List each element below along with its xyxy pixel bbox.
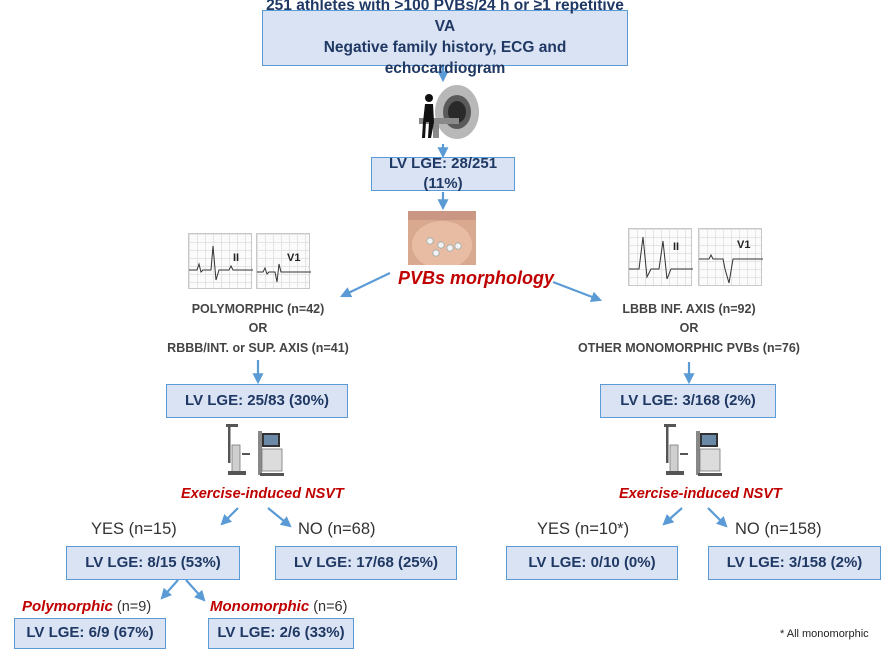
cohort-box: 251 athletes with >100 PVBs/24 h or ≥1 r… xyxy=(262,0,628,77)
lge-overall-box: LV LGE: 28/251 (11%) xyxy=(371,155,515,192)
arrow-to-right-branch xyxy=(552,280,603,302)
polymorphic-n: (n=9) xyxy=(116,599,152,615)
left-yes-label: YES (n=15) xyxy=(91,520,177,538)
right-criteria-line-1: LBBB INF. AXIS (n=92) xyxy=(622,302,756,316)
right-ecg-lead-v1-label: V1 xyxy=(737,239,751,251)
left-no-label: NO (n=68) xyxy=(298,520,376,538)
mri-scanner-icon xyxy=(419,85,479,139)
left-exercise-nsvt-label: Exercise-induced NSVT xyxy=(181,486,344,502)
monomorphic-lge-box: LV LGE: 2/6 (33%) xyxy=(208,618,354,649)
polymorphic-lge-box: LV LGE: 6/9 (67%) xyxy=(14,618,166,649)
cohort-line-1: 251 athletes with >100 PVBs/24 h or ≥1 r… xyxy=(266,0,624,36)
left-ecg-lead-ii-label: II xyxy=(233,252,240,264)
right-no-lge-box: LV LGE: 3/158 (2%) xyxy=(708,546,881,580)
monomorphic-label: Monomorphic (n=6) xyxy=(210,598,347,615)
right-yes-label: YES (n=10*) xyxy=(537,520,630,538)
left-yes-lge-box: LV LGE: 8/15 (53%) xyxy=(66,546,240,580)
right-exercise-bike-icon xyxy=(664,424,722,476)
left-criteria-line-1: POLYMORPHIC (n=42) xyxy=(191,302,325,316)
left-ecg-lead-ii: II xyxy=(188,233,253,289)
left-criteria-line-2: OR xyxy=(248,321,268,336)
chest-electrodes-icon xyxy=(408,211,476,265)
left-morphology-criteria: POLYMORPHIC (n=42) OR RBBB/INT. or SUP. … xyxy=(158,300,358,358)
left-ecg-lead-v1: V1 xyxy=(256,233,311,289)
pvbs-morphology-label: PVBs morphology xyxy=(398,268,555,288)
right-yes-lge-box: LV LGE: 0/10 (0%) xyxy=(506,546,678,580)
left-ecg-lead-v1-label: V1 xyxy=(287,252,301,264)
right-exercise-nsvt-label: Exercise-induced NSVT xyxy=(619,486,782,502)
polymorphic-label: Polymorphic (n=9) xyxy=(22,598,151,615)
cohort-line-2: Negative family history, ECG and echocar… xyxy=(323,39,567,77)
footnote: * All monomorphic xyxy=(780,628,869,640)
left-criteria-line-3: RBBB/INT. or SUP. AXIS (n=41) xyxy=(167,340,349,355)
right-lge-box: LV LGE: 3/168 (2%) xyxy=(600,384,776,418)
left-no-lge-box: LV LGE: 17/68 (25%) xyxy=(275,546,457,580)
left-lge-box: LV LGE: 25/83 (30%) xyxy=(166,384,348,418)
arrow-left-to-yes xyxy=(220,507,239,526)
arrow-yes-to-mono xyxy=(185,579,206,602)
right-criteria-line-3: OTHER MONOMORPHIC PVBs (n=76) xyxy=(578,340,800,355)
right-morphology-criteria: LBBB INF. AXIS (n=92) OR OTHER MONOMORPH… xyxy=(574,300,804,358)
arrow-right-to-no xyxy=(707,507,728,528)
arrow-right-to-yes xyxy=(662,507,683,526)
right-ecg-lead-ii: II xyxy=(628,228,693,286)
right-criteria-line-2: OR xyxy=(679,321,699,336)
right-ecg-lead-ii-label: II xyxy=(673,241,680,253)
left-exercise-bike-icon xyxy=(226,424,284,476)
right-ecg-lead-v1: V1 xyxy=(698,228,763,286)
arrow-yes-to-poly xyxy=(160,579,179,600)
monomorphic-text: Monomorphic xyxy=(210,598,310,615)
monomorphic-n: (n=6) xyxy=(313,599,348,615)
right-no-label: NO (n=158) xyxy=(735,520,822,538)
polymorphic-text: Polymorphic xyxy=(22,598,113,615)
arrow-to-left-branch xyxy=(340,272,391,298)
arrow-left-to-no xyxy=(267,507,292,528)
